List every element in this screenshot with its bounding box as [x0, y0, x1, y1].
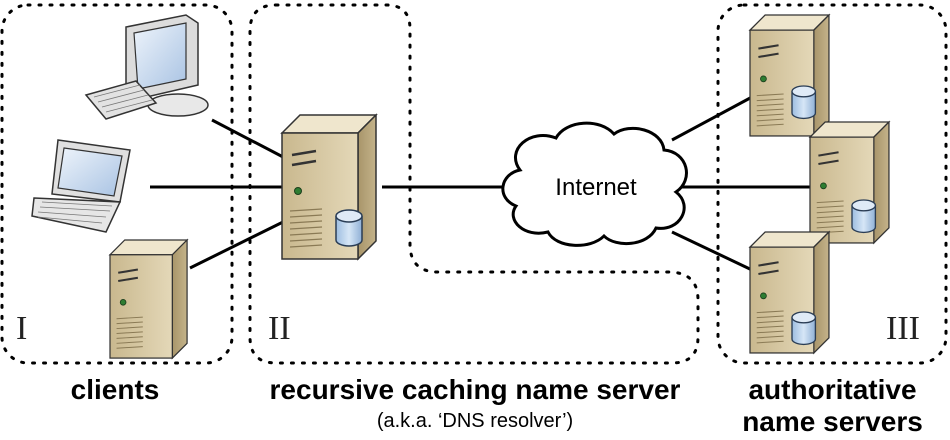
clients-zone	[0, 3, 234, 365]
authoritative-caption-line2: name servers	[742, 406, 923, 437]
database-icon	[851, 199, 877, 234]
authoritative-zone	[716, 3, 948, 365]
zone-label-resolver: II	[268, 310, 291, 347]
zone-label-clients: I	[16, 310, 28, 347]
connection-lines	[150, 95, 812, 272]
client-server-icon	[108, 238, 189, 360]
authoritative-caption-line1: authoritative	[748, 374, 917, 405]
resolver-caption: recursive caching name server	[269, 374, 681, 405]
authoritative-server-icon-3	[748, 230, 831, 355]
zone-boxes	[0, 3, 948, 365]
zone-label-authoritative: III	[886, 310, 920, 347]
database-icon	[335, 209, 363, 247]
database-icon	[791, 311, 817, 346]
authoritative-server-icon-1	[748, 13, 831, 138]
internet-label: Internet	[555, 174, 637, 201]
laptop-icon	[31, 139, 131, 233]
authoritative-server-icon-2	[808, 120, 891, 245]
resolver-aka-caption: (a.k.a. ‘DNS resolver’)	[376, 410, 574, 432]
clients-caption: clients	[70, 374, 160, 405]
database-icon	[791, 85, 817, 120]
cloud-icon	[501, 121, 688, 247]
desktop-icon	[84, 14, 209, 120]
